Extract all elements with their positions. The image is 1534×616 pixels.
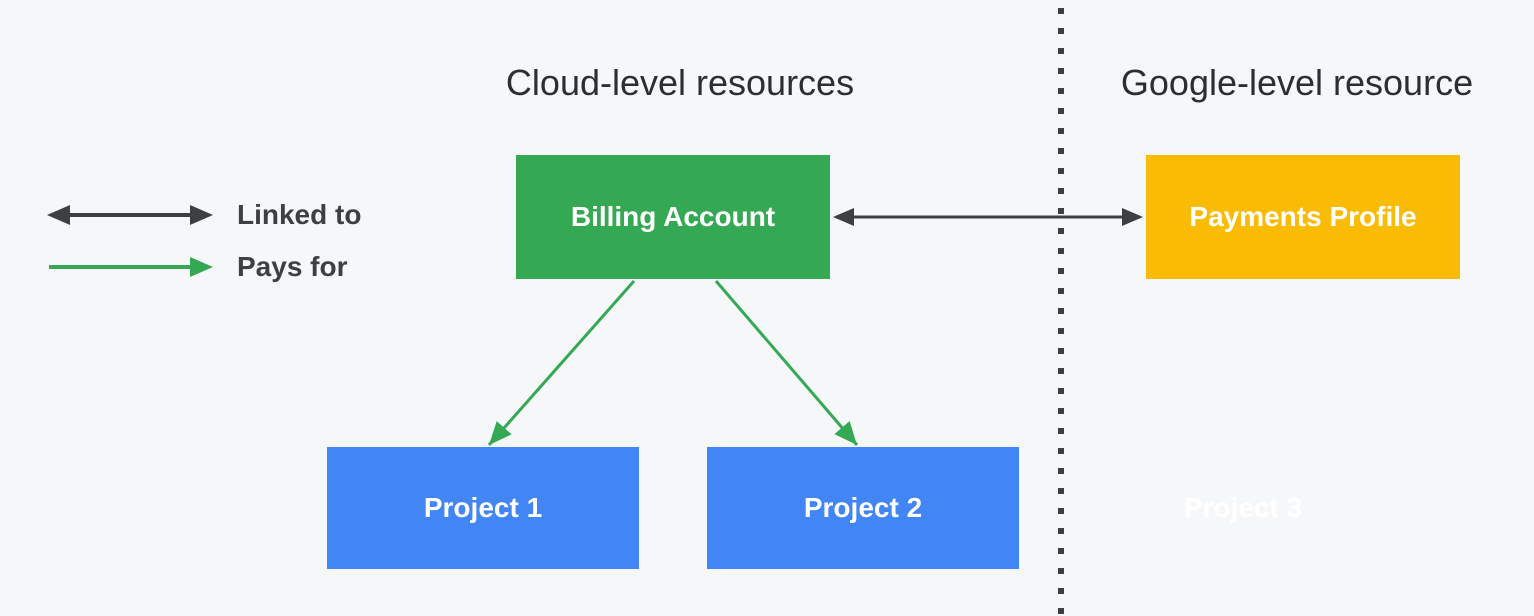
- payments-profile-node: Payments Profile: [1146, 155, 1460, 279]
- billing-account-node: Billing Account: [516, 155, 830, 279]
- project-2-label: Project 2: [803, 492, 923, 523]
- project-2-node: Project 2: [707, 447, 1019, 569]
- edge-billing-project1-pays-arrow: [487, 280, 636, 446]
- cloud-level-title: Cloud-level resources: [505, 62, 855, 103]
- edge-billing-payments-linked-arrow: [833, 208, 1143, 226]
- project-1-label: Project 1: [423, 492, 543, 523]
- linked-to-arrow-icon: [47, 205, 213, 225]
- pays-for-arrow-icon: [49, 257, 213, 277]
- pays-for-label: Pays for: [237, 251, 348, 282]
- payments-profile-label: Payments Profile: [1189, 201, 1417, 232]
- project-3-ghost-node: Project 3: [1087, 447, 1399, 569]
- billing-account-label: Billing Account: [570, 201, 776, 232]
- linked-to-label: Linked to: [237, 199, 362, 230]
- google-level-title: Google-level resource: [1120, 62, 1474, 103]
- project-1-node: Project 1: [327, 447, 639, 569]
- edge-billing-project2-pays-arrow: [714, 280, 859, 446]
- project-3-label: Project 3: [1183, 492, 1303, 523]
